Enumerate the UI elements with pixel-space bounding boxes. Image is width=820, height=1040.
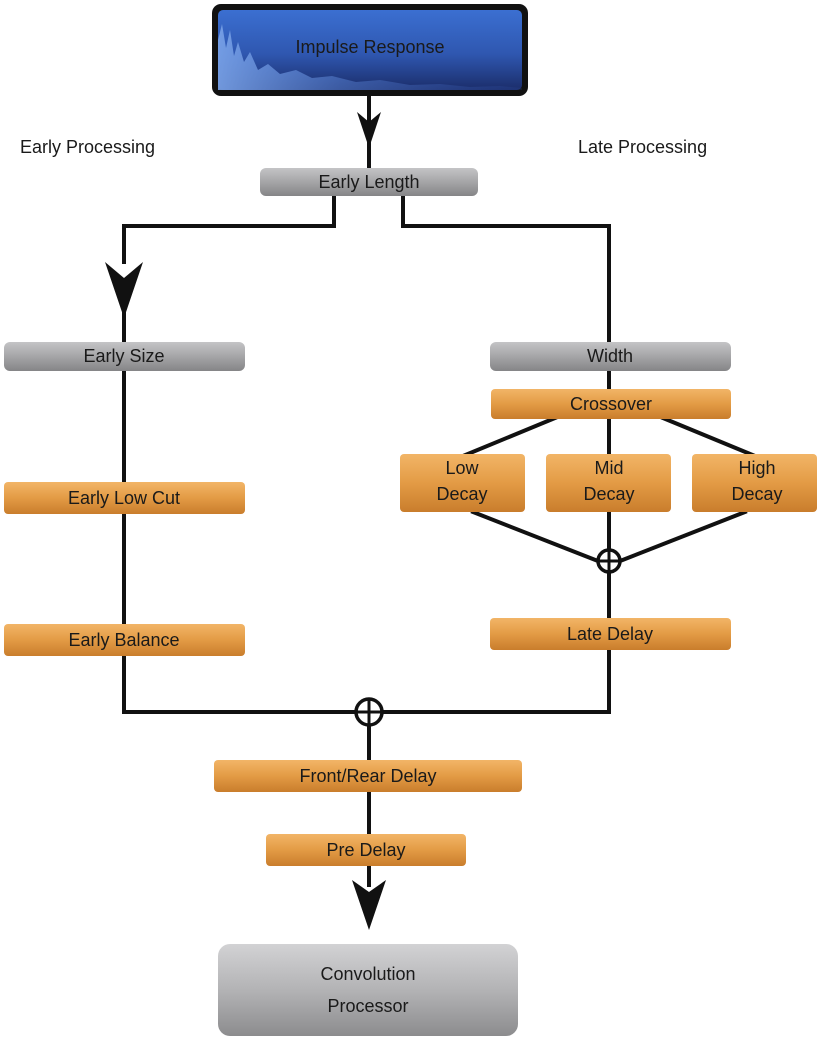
- low-decay-label-line2: Decay: [436, 484, 487, 504]
- convolution-processor-label-line1: Convolution: [320, 964, 415, 984]
- early-length-node[interactable]: Early Length: [260, 168, 478, 196]
- low-decay-label-line1: Low: [445, 458, 479, 478]
- arrowhead-down-icon: [105, 262, 143, 318]
- front-rear-delay-label: Front/Rear Delay: [299, 766, 436, 786]
- high-decay-label-line1: High: [738, 458, 775, 478]
- low-decay-node[interactable]: Low Decay: [400, 454, 525, 512]
- impulse-response-label: Impulse Response: [295, 37, 444, 57]
- early-low-cut-label: Early Low Cut: [68, 488, 180, 508]
- early-size-label: Early Size: [83, 346, 164, 366]
- early-size-node[interactable]: Early Size: [4, 342, 245, 371]
- crossover-node[interactable]: Crossover: [491, 389, 731, 419]
- late-sum-junction-icon: [596, 548, 622, 574]
- early-low-cut-node[interactable]: Early Low Cut: [4, 482, 245, 514]
- front-rear-delay-node[interactable]: Front/Rear Delay: [214, 760, 522, 792]
- impulse-waveform-icon: [218, 24, 522, 90]
- late-processing-label: Late Processing: [578, 137, 707, 157]
- pre-delay-node[interactable]: Pre Delay: [266, 834, 466, 866]
- mid-decay-label-line1: Mid: [594, 458, 623, 478]
- width-node[interactable]: Width: [490, 342, 731, 371]
- early-length-label: Early Length: [318, 172, 419, 192]
- mid-decay-node[interactable]: Mid Decay: [546, 454, 671, 512]
- late-delay-node[interactable]: Late Delay: [490, 618, 731, 650]
- mid-decay-label-line2: Decay: [583, 484, 634, 504]
- arrowhead-down-icon: [352, 880, 386, 930]
- early-balance-node[interactable]: Early Balance: [4, 624, 245, 656]
- arrowhead-down-icon: [357, 112, 381, 148]
- convolution-processor-node[interactable]: Convolution Processor: [218, 944, 518, 1036]
- pre-delay-label: Pre Delay: [326, 840, 405, 860]
- impulse-response-box: Impulse Response: [212, 4, 528, 96]
- early-balance-label: Early Balance: [68, 630, 179, 650]
- early-processing-label: Early Processing: [20, 137, 155, 157]
- width-label: Width: [587, 346, 633, 366]
- convolution-processor-label-line2: Processor: [327, 996, 408, 1016]
- late-delay-label: Late Delay: [567, 624, 653, 644]
- high-decay-label-line2: Decay: [731, 484, 782, 504]
- high-decay-node[interactable]: High Decay: [692, 454, 817, 512]
- crossover-label: Crossover: [570, 394, 652, 414]
- main-sum-junction-icon: [354, 697, 384, 727]
